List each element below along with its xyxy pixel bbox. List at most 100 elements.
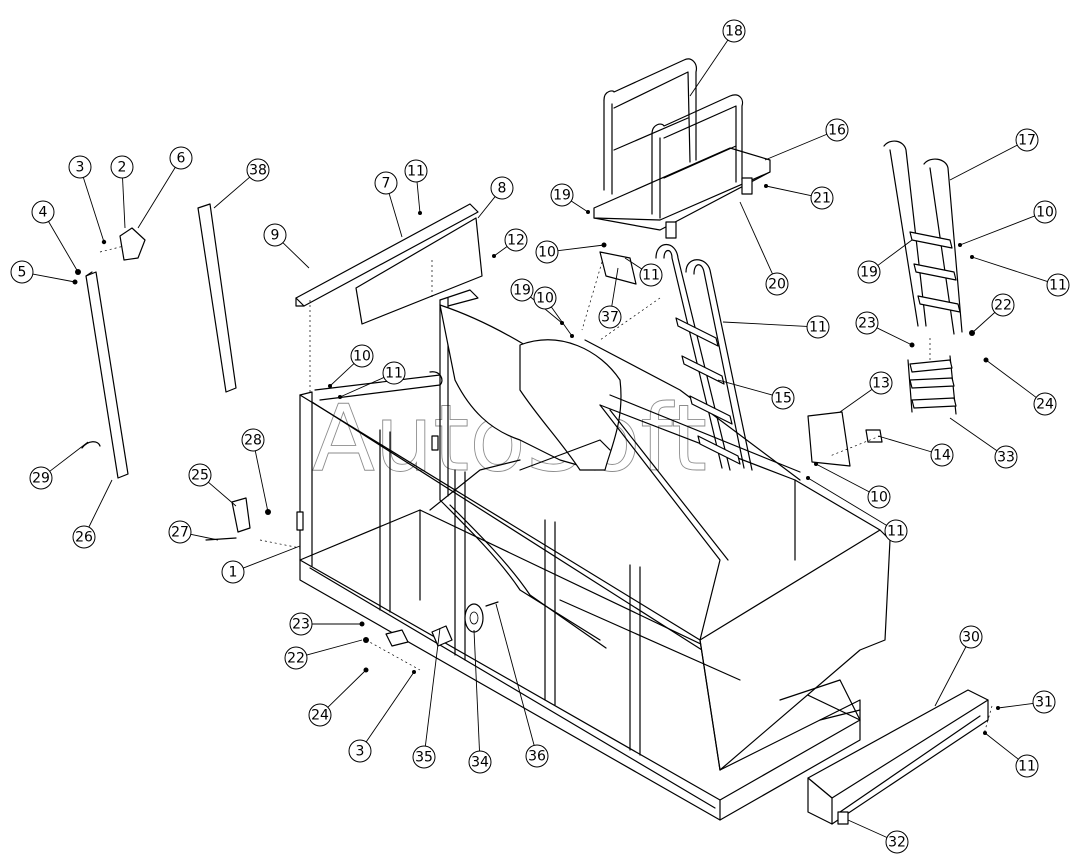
- callout-leader-line: [876, 327, 913, 346]
- callout-circle: [246, 158, 270, 182]
- callout-26: 26: [72, 479, 113, 549]
- callout-leader-line: [959, 215, 1035, 246]
- callout-number: 30: [962, 630, 980, 646]
- callout-number: 28: [244, 433, 262, 449]
- callout-33: 33: [949, 417, 1018, 469]
- callout-number: 8: [498, 181, 507, 197]
- callout-number: 11: [385, 366, 403, 382]
- callout-circle: [1033, 392, 1057, 416]
- lower-right-panel: [807, 689, 989, 825]
- callout-circle: [959, 625, 983, 649]
- callout-circle: [771, 386, 795, 410]
- callout-11: 11: [971, 256, 1070, 297]
- callout-number: 9: [271, 228, 280, 244]
- callout-number: 11: [1018, 759, 1036, 775]
- callout-circle: [598, 305, 622, 329]
- callout-5: 5: [10, 260, 76, 284]
- callout-number: 7: [382, 176, 391, 192]
- callout-circle: [510, 278, 534, 302]
- callout-number: 11: [1049, 278, 1067, 294]
- callout-number: 3: [356, 744, 365, 760]
- callout-leader-line: [839, 388, 873, 413]
- callout-leader-line: [213, 176, 250, 209]
- callout-number: 14: [933, 448, 951, 464]
- callout-number: 10: [1036, 205, 1054, 221]
- callout-number: 3: [76, 160, 85, 176]
- callout-22: 22: [284, 639, 363, 670]
- callout-leader-line: [424, 627, 441, 747]
- frame-assembly-drawing: [72, 58, 1000, 825]
- callout-9: 9: [263, 223, 310, 269]
- callout-6: 6: [137, 146, 193, 229]
- callout-10: 10: [959, 200, 1057, 246]
- callout-35: 35: [412, 627, 441, 769]
- callout-circle: [930, 443, 954, 467]
- callout-circle: [374, 171, 398, 195]
- callout-11: 11: [722, 315, 830, 339]
- callout-circle: [168, 520, 192, 544]
- left-bar-parts: [81, 203, 251, 541]
- callout-leader-line: [329, 363, 355, 387]
- callout-leader-line: [764, 133, 828, 161]
- callout-circle: [884, 519, 908, 543]
- callout-leader-line: [254, 450, 269, 513]
- callout-leader-line: [807, 477, 887, 526]
- callout-leader-line: [82, 177, 105, 243]
- callout-leader-line: [971, 256, 1048, 283]
- lower-small-parts: [385, 601, 499, 647]
- callout-leader-line: [282, 242, 310, 269]
- right-ladders: [883, 140, 963, 415]
- callout-number: 19: [553, 188, 571, 204]
- callout-leader-line: [877, 435, 932, 453]
- assembly-guide-lines: [99, 245, 993, 735]
- callout-number: 10: [353, 349, 371, 365]
- callout-number: 34: [471, 755, 489, 771]
- callout-circle: [241, 428, 265, 452]
- callout-11: 11: [984, 732, 1039, 778]
- callout-circle: [348, 739, 372, 763]
- callout-27: 27: [168, 520, 219, 544]
- upper-platform: [593, 58, 771, 239]
- callout-number: 38: [249, 163, 267, 179]
- callout-10: 10: [533, 286, 573, 337]
- callout-circle: [308, 703, 332, 727]
- callout-11: 11: [339, 361, 406, 398]
- callout-circle: [350, 344, 374, 368]
- callout-29: 29: [29, 441, 89, 490]
- callout-number: 5: [18, 265, 27, 281]
- callout-leader-line: [877, 239, 913, 266]
- callout-circle: [31, 200, 55, 224]
- callout-11: 11: [404, 159, 428, 214]
- callout-23: 23: [855, 311, 913, 346]
- callout-circle: [412, 745, 436, 769]
- callout-number: 11: [887, 524, 905, 540]
- callout-leader-line: [689, 39, 729, 97]
- callout-leader-line: [815, 463, 870, 493]
- callout-circle: [810, 186, 834, 210]
- callout-leader-line: [88, 479, 113, 528]
- callout-number: 22: [994, 298, 1012, 314]
- main-cage-frame: [296, 289, 891, 821]
- callout-leader-line: [416, 181, 421, 214]
- callout-number: 10: [536, 291, 554, 307]
- callout-number: 18: [725, 24, 743, 40]
- callout-24: 24: [985, 359, 1057, 416]
- callout-number: 20: [768, 277, 786, 293]
- callout-circle: [404, 159, 428, 183]
- callout-circle: [885, 830, 909, 854]
- callout-leader-line: [997, 702, 1034, 709]
- callout-leader-line: [243, 545, 301, 569]
- callout-23: 23: [289, 612, 362, 636]
- callout-number: 24: [1036, 397, 1054, 413]
- callout-leader-line: [551, 306, 573, 337]
- callout-19: 19: [550, 183, 589, 213]
- callout-10: 10: [329, 344, 374, 387]
- callout-leader-line: [208, 481, 237, 507]
- callout-number: 23: [858, 316, 876, 332]
- callout-number: 31: [1035, 695, 1053, 711]
- callout-number: 17: [1018, 133, 1036, 149]
- callout-leader-line: [327, 669, 367, 708]
- callout-leader-line: [32, 273, 76, 283]
